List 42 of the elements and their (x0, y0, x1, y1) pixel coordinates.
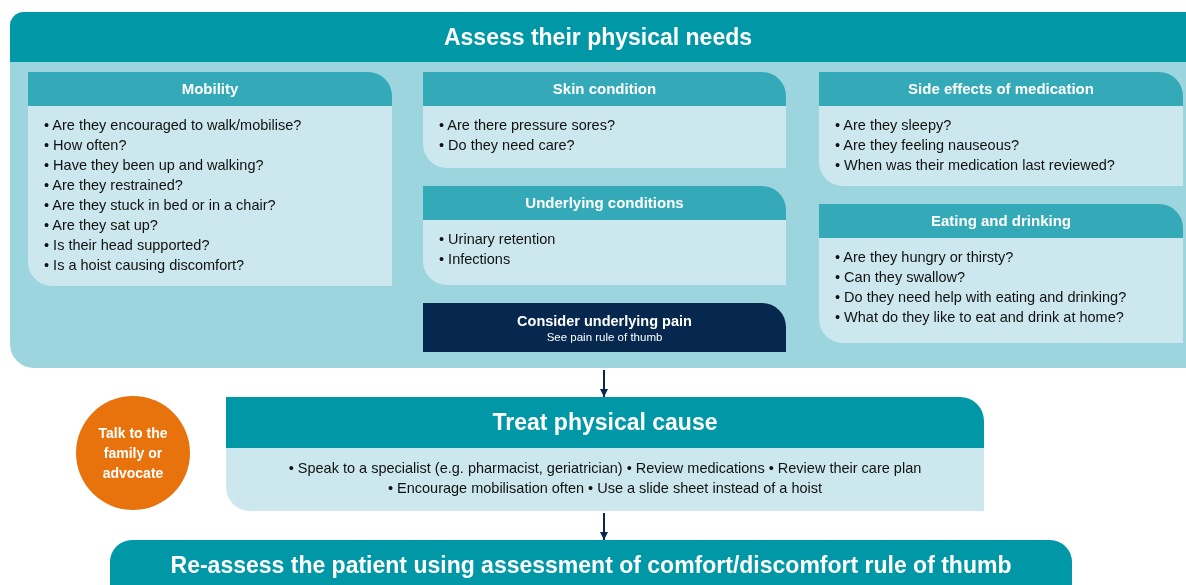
question-card (28, 72, 392, 286)
treatment-line: • Speak to a specialist (e.g. pharmacist, geriatrician) • Review medications • Review their care plan (288, 458, 922, 478)
assessment-panel (10, 12, 1186, 368)
panel-heading: Assess their physical needs (443, 22, 753, 52)
box-subtext: See pain rule of thumb (546, 329, 663, 344)
bullet-item: • What do they like to eat and drink at home? (835, 308, 1125, 327)
treatment-line: • Encourage mobilisation often • Use a slide sheet instead of a hoist (387, 478, 823, 498)
bullet-item: • Are they encouraged to walk/mobilise? (44, 116, 303, 135)
card-heading: Mobility (181, 78, 239, 99)
bullet-item: • Is a hoist causing discomfort? (44, 256, 246, 275)
box-heading: Re-assess the patient using assessment of comfort/discomfort rule of thumb (170, 551, 1012, 580)
bullet-item: • Is their head supported? (44, 236, 211, 255)
box-heading: Consider underlying pain (517, 311, 692, 330)
bullet-item: • Are they feeling nauseous? (835, 136, 1021, 155)
question-card (819, 204, 1183, 343)
question-card (819, 72, 1183, 186)
bullet-item: • Can they swallow? (835, 268, 966, 287)
bullet-item: • Are they sleepy? (835, 116, 953, 135)
card-heading: Eating and drinking (931, 210, 1071, 231)
treatment-box (226, 397, 984, 511)
card-heading: Skin condition (552, 78, 657, 99)
bullet-item: • Are they sat up? (44, 216, 159, 235)
question-card (423, 186, 786, 285)
box-heading: Treat physical cause (492, 408, 718, 438)
bullet-item: • Have they been up and walking? (44, 156, 265, 175)
question-card (423, 72, 786, 168)
bullet-item: • Are they hungry or thirsty? (835, 248, 1015, 267)
bullet-item: • How often? (44, 136, 128, 155)
circle-text: Talk to the family or advocate (97, 424, 169, 483)
arrow (600, 512, 608, 541)
bullet-item: • Infections (439, 250, 512, 269)
card-heading: Side effects of medication (908, 78, 1094, 99)
bullet-item: • Are there pressure sores? (439, 116, 616, 135)
bullet-item: • When was their medication last reviewed? (835, 156, 1116, 175)
bullet-item: • Do they need help with eating and drinking? (835, 288, 1128, 307)
bullet-item: • Are they stuck in bed or in a chair? (44, 196, 277, 215)
bullet-item: • Are they restrained? (44, 176, 184, 195)
card-heading: Underlying conditions (525, 192, 684, 213)
arrow (600, 369, 608, 398)
bullet-item: • Urinary retention (439, 230, 557, 249)
bullet-item: • Do they need care? (439, 136, 576, 155)
pain-box (423, 303, 786, 352)
